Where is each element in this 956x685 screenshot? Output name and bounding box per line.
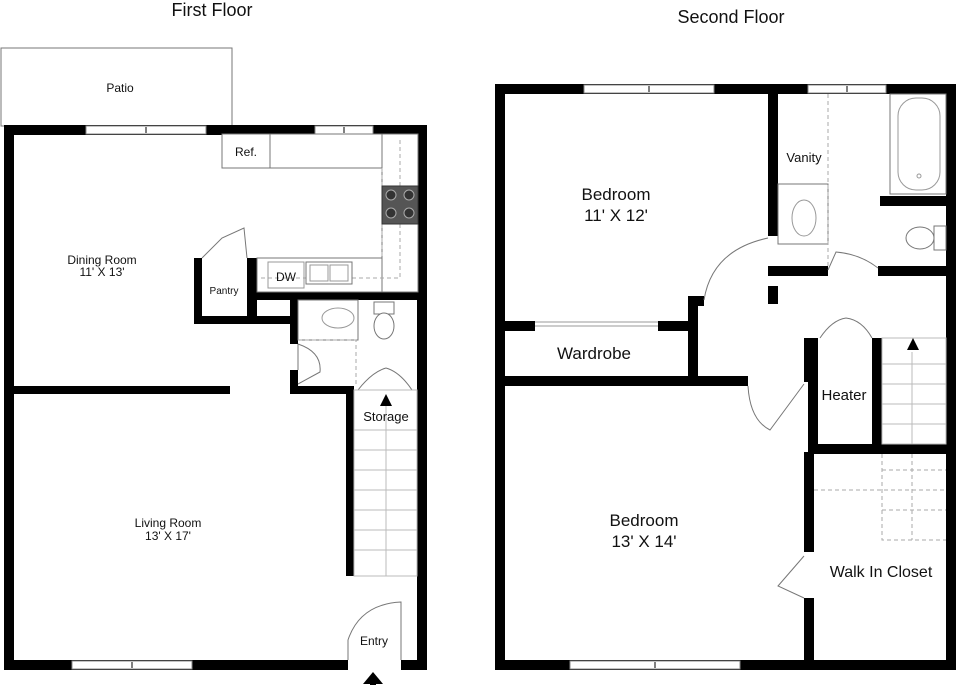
bedroom2-size: 13' X 14'	[611, 532, 676, 551]
bath-sink	[321, 307, 355, 329]
vanity-label: Vanity	[786, 150, 822, 165]
bath-wall-south	[768, 266, 828, 276]
ff-wall-top	[4, 125, 426, 135]
first-floor-plan: First Floor Patio Ref. Dining Room 11' X…	[0, 0, 427, 685]
bedroom1-size: 11' X 12'	[584, 206, 648, 225]
heater-wall-bottom	[808, 444, 950, 454]
kitchen-wall-lower	[257, 292, 419, 300]
bath-wall-south-right	[878, 266, 950, 276]
wardrobe-wall-top-right	[658, 321, 698, 331]
bedroom1-wall-lower	[503, 376, 748, 386]
heater-door-swing	[819, 317, 873, 339]
closet-stair-ghost	[814, 454, 946, 541]
second-floor-stairs	[881, 337, 947, 445]
bedroom2-door-swing	[747, 383, 805, 431]
stairs-up-arrow-sf	[907, 338, 919, 350]
ff-wall-left	[4, 125, 14, 670]
entry-door-swing	[347, 601, 402, 660]
heater-label: Heater	[821, 387, 866, 404]
dishwasher	[267, 261, 305, 289]
dining-room-size: 11' X 13'	[79, 265, 124, 279]
pantry-label: Pantry	[210, 286, 239, 297]
bath-door-swing	[297, 343, 321, 385]
stairs-up-arrow-ff	[380, 394, 392, 406]
bath-wall-west-low	[768, 286, 778, 304]
bath-wall-left	[290, 292, 298, 344]
storage-label: Storage	[363, 409, 409, 424]
bedroom1-door-swing	[703, 237, 769, 301]
walk-in-closet-label: Walk In Closet	[830, 564, 933, 581]
bedroom1-door-jamb	[688, 296, 704, 306]
pantry-door-swing	[201, 227, 248, 259]
bath-wall-left-low	[290, 370, 298, 392]
first-floor-title: First Floor	[172, 0, 253, 20]
refrigerator	[221, 133, 271, 169]
ff-wall-right	[417, 125, 427, 670]
closet-wall-left-lower	[804, 598, 814, 668]
heater-wall-left	[808, 338, 818, 448]
bedroom1-label: Bedroom	[582, 185, 651, 204]
sf-wall-right	[946, 84, 956, 670]
entry-arrow	[363, 672, 383, 684]
second-floor-title: Second Floor	[677, 7, 784, 27]
bedroom2-label: Bedroom	[610, 511, 679, 530]
closet-wall-left-upper	[804, 452, 814, 552]
heater-wall-right	[872, 338, 882, 448]
wardrobe-label: Wardrobe	[557, 344, 631, 363]
dw-label: DW	[276, 270, 297, 284]
living-room-label: Living Room	[135, 516, 202, 530]
first-floor-stairs	[353, 389, 418, 577]
bath-wall-west	[768, 92, 778, 236]
entry-label: Entry	[360, 634, 388, 648]
ref-label: Ref.	[235, 145, 257, 159]
patio-label: Patio	[106, 81, 134, 95]
second-floor-plan: Second Floor Bedroom 11' X 12' Vanity Wa…	[495, 7, 956, 670]
sf-wall-top	[495, 84, 950, 94]
toilet-bowl	[373, 312, 395, 340]
kitchen-sink	[305, 261, 353, 285]
toilet-tank	[373, 301, 395, 315]
sf-toilet-tank	[933, 225, 947, 251]
sf-wall-left	[495, 84, 505, 670]
pantry-wall-left	[194, 258, 202, 320]
sf-toilet-bowl	[905, 226, 935, 250]
pantry-wall-right	[247, 258, 257, 320]
ff-divider-left	[12, 386, 230, 394]
closet-door-swing	[777, 555, 805, 599]
dining-room-label: Dining Room	[67, 253, 136, 267]
vanity-sink	[791, 199, 817, 237]
storage-door-swing	[357, 367, 413, 391]
tub-wall	[880, 196, 950, 206]
living-room-size: 13' X 17'	[145, 529, 191, 543]
stair-wall	[346, 390, 354, 576]
patio-outline	[0, 47, 233, 127]
ff-divider-right	[290, 386, 354, 394]
ff-wall-bottom-right	[401, 660, 427, 670]
wardrobe-wall-right	[688, 296, 698, 384]
pantry-wall-bottom	[194, 316, 290, 324]
bath-vanity	[297, 299, 359, 341]
bath-door-swing-sf	[827, 251, 879, 271]
vanity-counter	[777, 183, 829, 245]
wardrobe-wall-top-left	[503, 321, 535, 331]
